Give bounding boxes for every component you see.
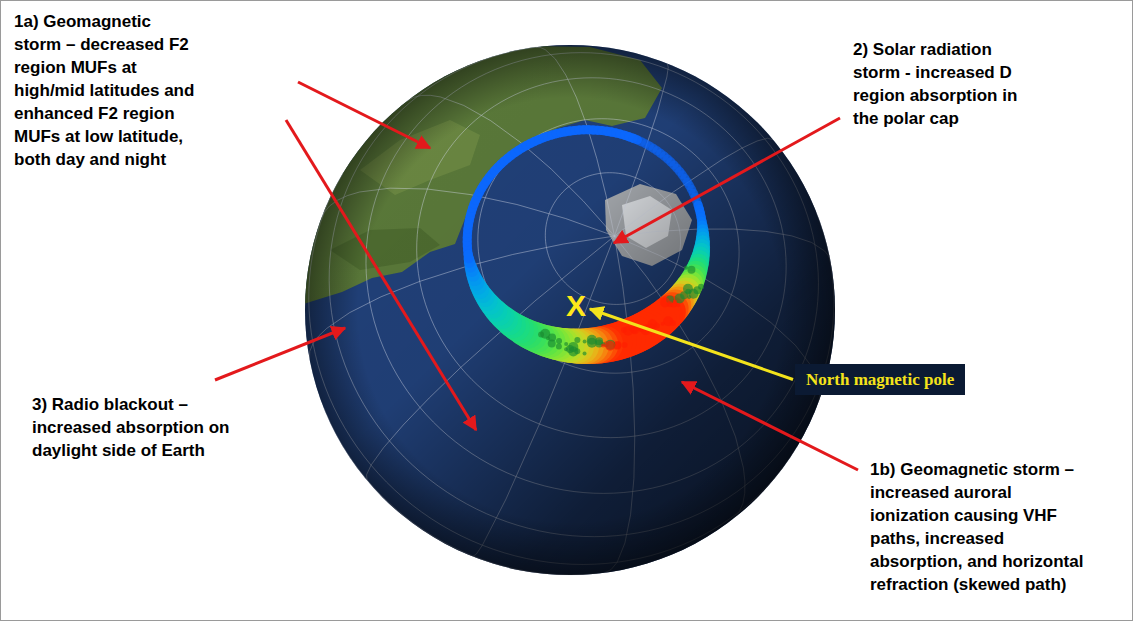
aurora-speckle	[566, 345, 574, 353]
aurora-speckle	[587, 338, 597, 348]
auroral-oval	[467, 130, 704, 357]
aurora-speckle	[673, 299, 677, 303]
callout-text: 2) Solar radiation storm - increased D r…	[853, 38, 1031, 130]
aurora-speckle	[601, 344, 605, 348]
aurora-speckle	[583, 339, 587, 343]
aurora-speckle	[574, 348, 580, 354]
leader-arrow	[614, 118, 840, 243]
aurora-speckle	[676, 303, 680, 307]
aurora-speckle	[564, 342, 568, 346]
aurora-speckle	[687, 266, 695, 274]
aurora-speckle	[556, 344, 562, 350]
aurora-speckle	[556, 338, 562, 344]
leader-arrow	[215, 328, 345, 380]
pole-label: North magnetic pole	[806, 369, 954, 390]
aurora-speckle	[667, 301, 673, 307]
aurora-speckle	[684, 266, 688, 270]
callout-text: 3) Radio blackout – increased absorption…	[32, 393, 237, 462]
leader-lines	[215, 82, 858, 470]
aurora-speckle	[574, 337, 580, 343]
callout-text: 1a) Geomagnetic storm – decreased F2 reg…	[14, 10, 198, 171]
pole-label-box: North magnetic pole	[795, 364, 965, 395]
pole-marker: X	[566, 289, 586, 323]
aurora-segment	[463, 254, 473, 258]
leader-arrow	[298, 82, 430, 148]
leader-arrow	[286, 120, 476, 430]
leader-arrow	[682, 382, 858, 470]
aurora-speckle	[622, 342, 628, 348]
aurora-speckle	[623, 326, 633, 336]
aurora-speckle	[540, 329, 550, 339]
aurora-speckle	[583, 351, 587, 355]
aurora-speckle	[661, 322, 665, 326]
aurora-speckle	[548, 340, 556, 348]
aurora-speckle	[605, 341, 615, 351]
aurora-speckle	[670, 320, 676, 326]
callout-text: 1b) Geomagnetic storm – increased aurora…	[870, 458, 1092, 596]
aurora-speckle	[683, 284, 693, 294]
aurora-speckle	[687, 295, 691, 299]
leader-arrow	[590, 309, 793, 380]
